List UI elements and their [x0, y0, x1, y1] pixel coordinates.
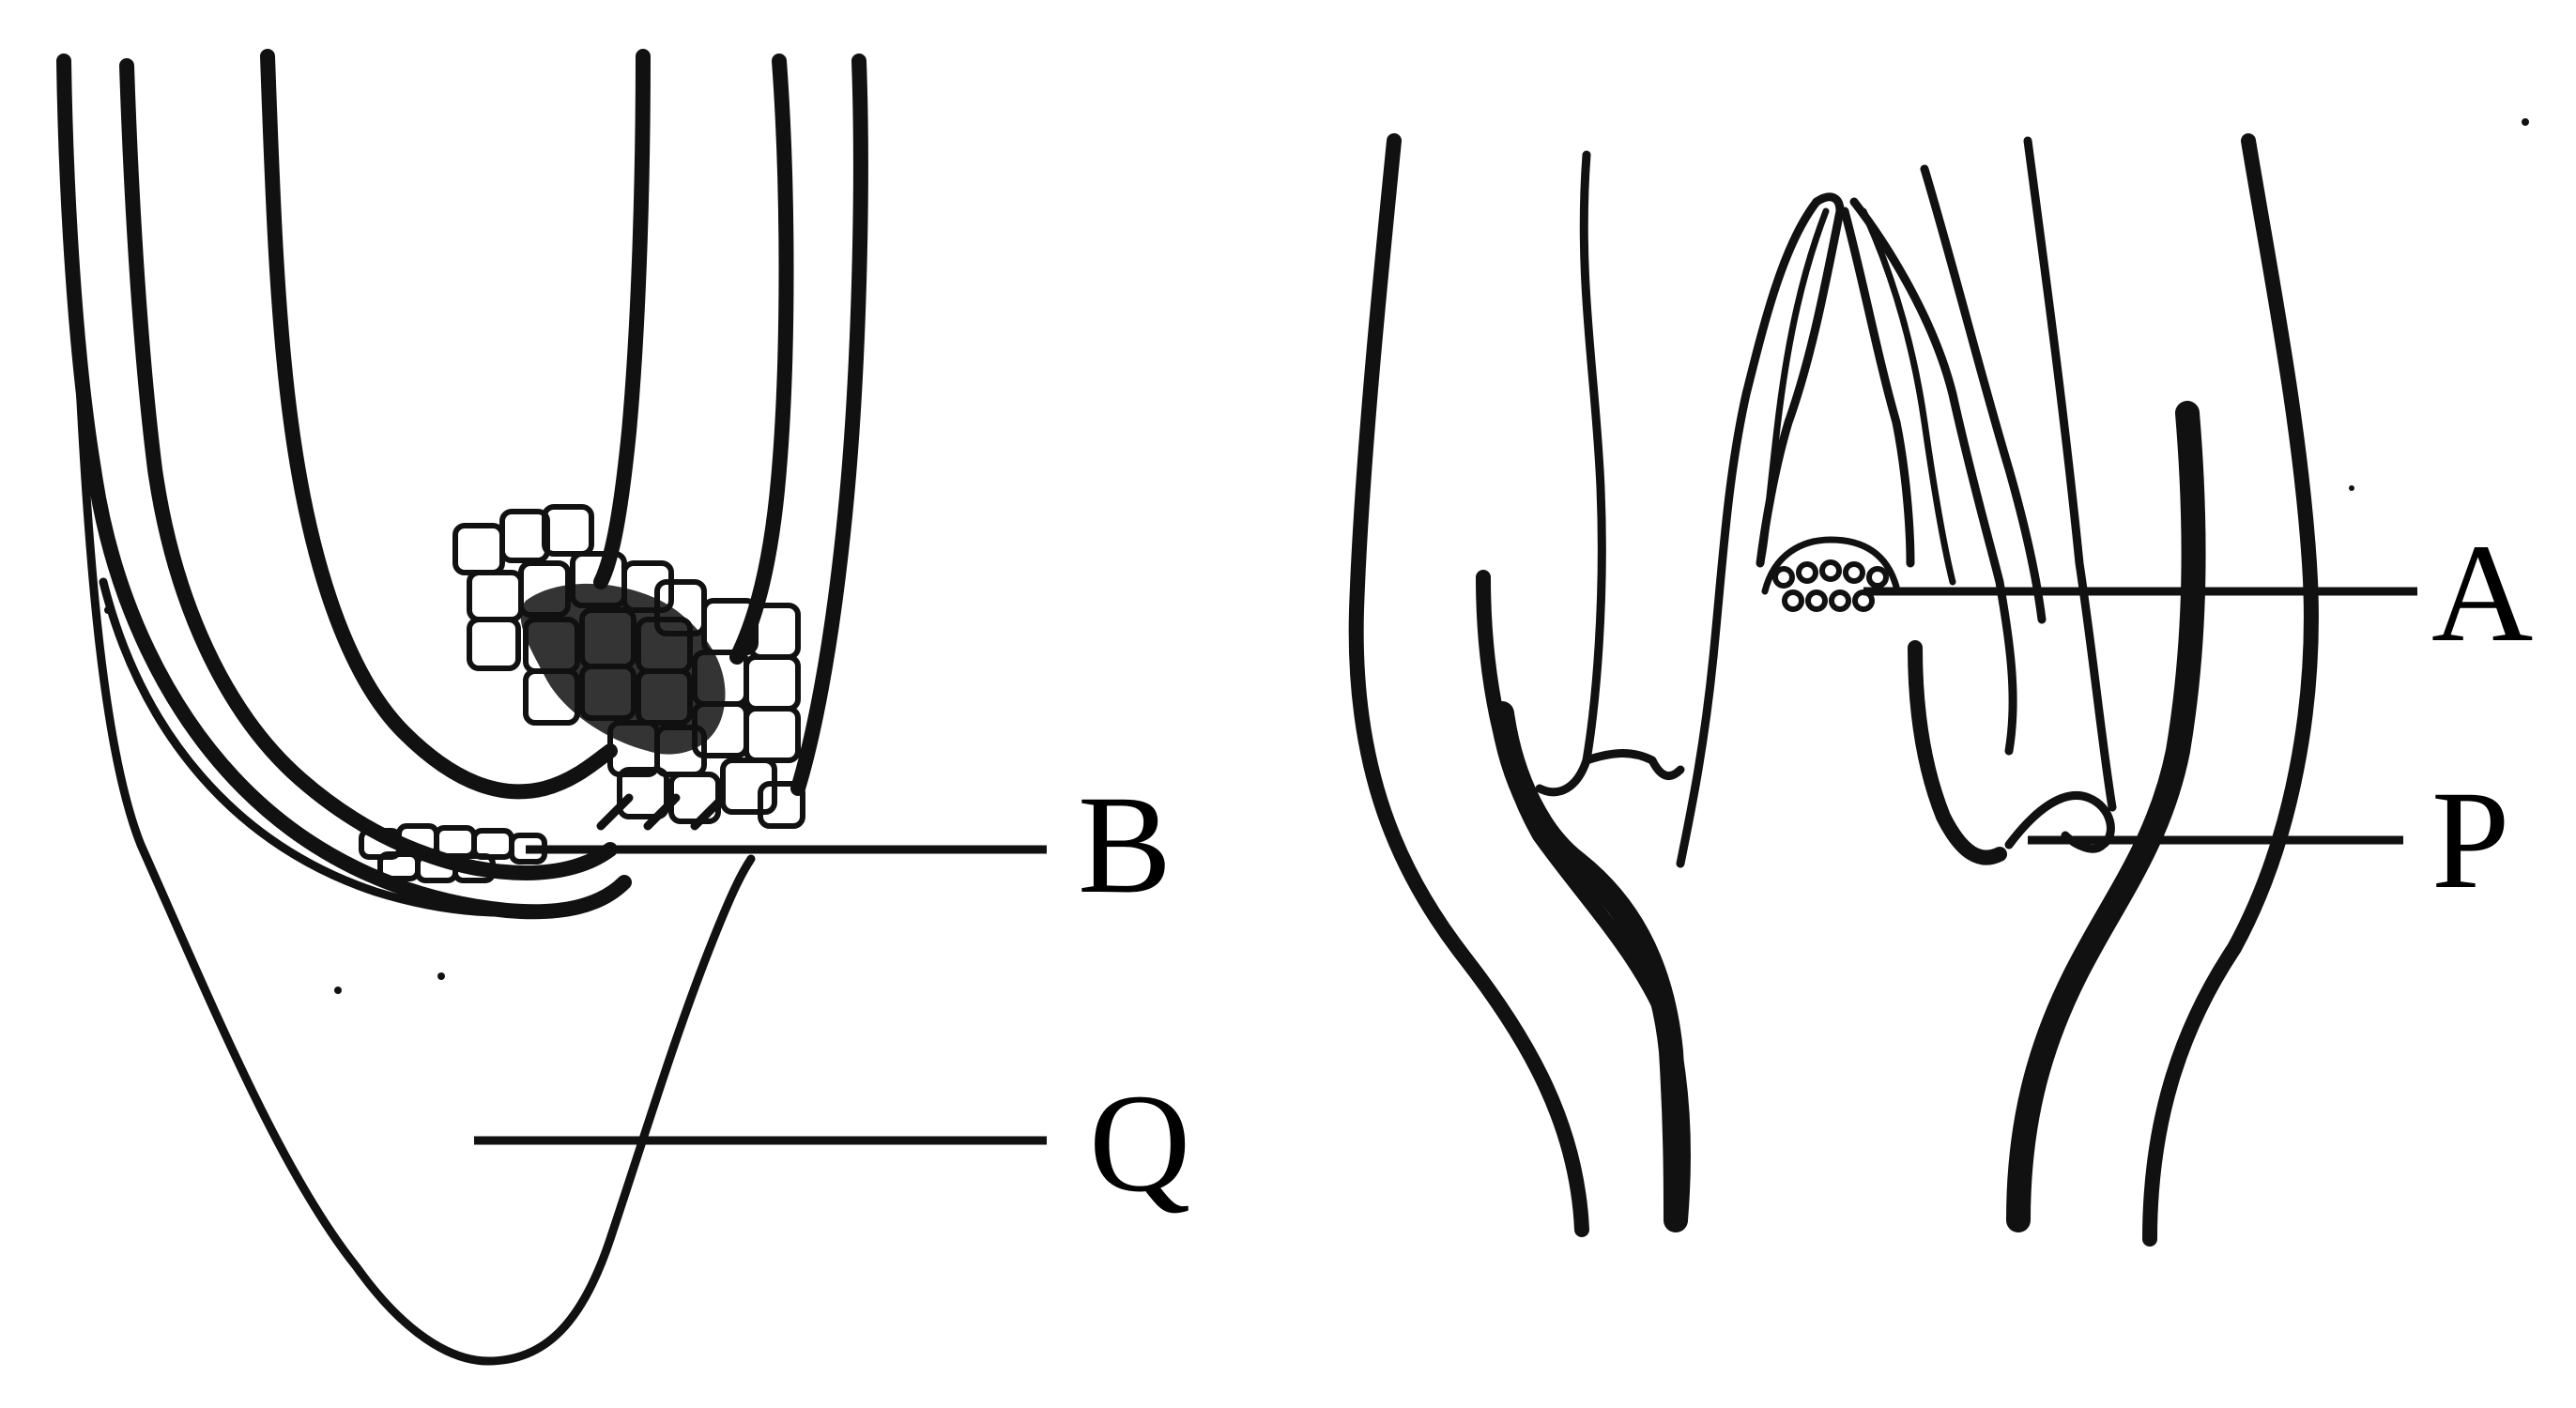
speck: [437, 972, 445, 980]
cluster-dashes: [596, 793, 723, 831]
shoot-tip-panel: [1348, 118, 2529, 1247]
speck: [334, 987, 342, 994]
apical-dome: [1761, 536, 1900, 595]
shoot-left-inner-leaf-tip: [1582, 749, 1685, 780]
speck: [2349, 485, 2354, 491]
root-outer-right-line: [790, 54, 868, 796]
shoot-left-leaf-bold: [1490, 701, 1688, 1232]
shoot-apex-left: [1676, 197, 1821, 868]
label-B: B: [1078, 767, 1172, 923]
apical-dome-cells: [1772, 559, 1889, 612]
shoot-right-inner-leaf: [1908, 640, 2007, 865]
label-A: A: [2431, 515, 2533, 671]
shoot-left-leaf-outer: [1476, 570, 1691, 1228]
shoot-apex-right-inner: [1860, 207, 1956, 586]
shoot-right-leaf-mid: [2023, 136, 2117, 812]
root-middle-right-line: [729, 54, 794, 665]
label-Q: Q: [1089, 1065, 1190, 1221]
shoot-apex-right: [1849, 197, 2017, 756]
cell-cluster-dense-core: [520, 583, 726, 755]
speck: [2522, 118, 2529, 126]
root-meristem-arc-1: [99, 577, 606, 917]
shoot-apex-center-left: [1756, 207, 1845, 568]
root-second-left-line: [119, 58, 618, 880]
shoot-right-leaf-bold: [2006, 401, 2206, 1232]
speck: [104, 606, 112, 614]
root-inner-left-line: [260, 49, 618, 800]
shoot-left-inner-leaf: [1535, 150, 1606, 797]
shoot-outer-left-line: [1348, 133, 1589, 1237]
shoot-outer-right-line: [2142, 133, 2319, 1247]
label-P: P: [2431, 762, 2509, 918]
root-cap-outline: [75, 380, 756, 1366]
shoot-right-leaf-mid-2: [1920, 164, 2047, 624]
root-tip-panel: [56, 49, 1047, 1366]
shoot-apex-center-right: [1840, 207, 1915, 568]
root-inner-right-line: [593, 49, 651, 589]
leaf-primordium-P: [2004, 790, 2115, 853]
